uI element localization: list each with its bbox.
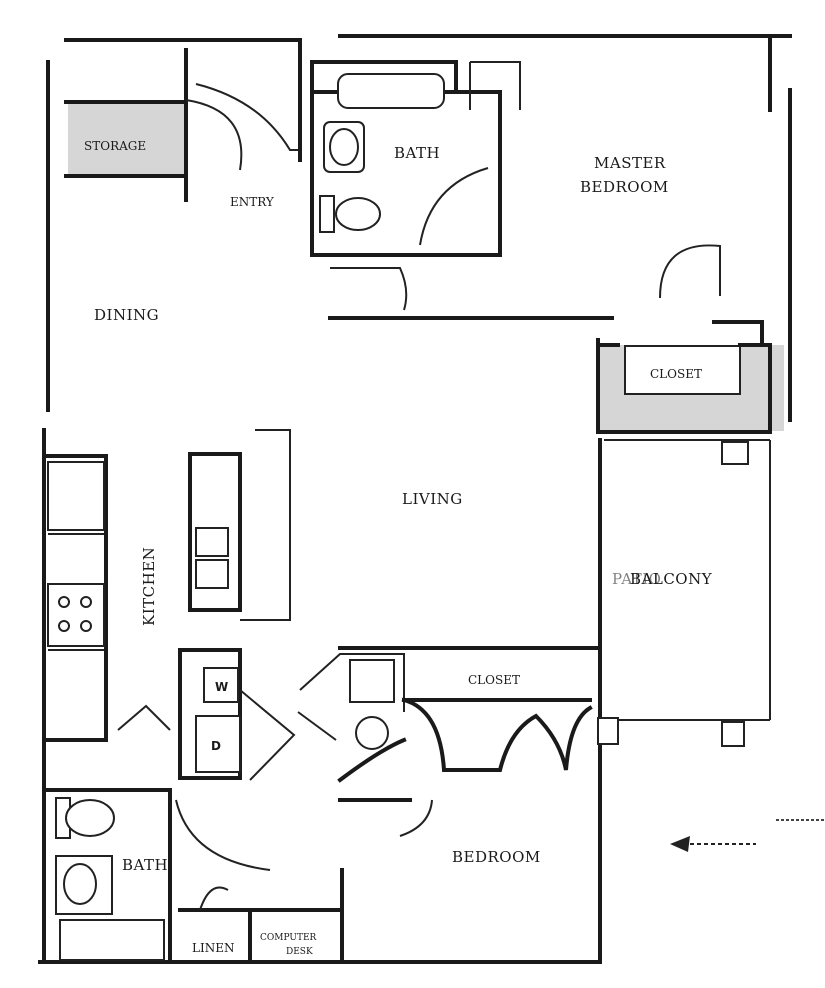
kitchen-label: KITCHEN — [140, 547, 158, 626]
dining-label: DINING — [94, 306, 159, 324]
bedroom-closet-label: CLOSET — [468, 673, 520, 687]
bedroom-label: BEDROOM — [452, 848, 541, 866]
dryer-label: D — [211, 739, 221, 753]
storage-label: STORAGE — [84, 139, 146, 153]
balcony — [597, 439, 771, 747]
computer-desk-label-line2: DESK — [286, 947, 313, 957]
second-bath — [42, 788, 344, 964]
balcony-label: BALCONY — [630, 570, 713, 588]
entry-label: ENTRY — [230, 195, 275, 209]
exterior-walls — [38, 34, 792, 964]
second-bath-label: BATH — [122, 856, 168, 874]
patio-label: PATIO — [612, 570, 661, 588]
master-closet — [596, 338, 784, 434]
master-bedroom-label-line2: BEDROOM — [580, 178, 669, 196]
computer-desk-label-line1: COMPUTER — [260, 933, 317, 943]
living-label: LIVING — [402, 490, 463, 508]
kitchen — [42, 429, 291, 742]
master-bedroom-wall — [328, 316, 764, 347]
storage-door-swing — [185, 99, 243, 171]
storage-room — [64, 48, 188, 202]
master-bath-label: BATH — [394, 144, 440, 162]
master-bedroom-label-line1: MASTER — [594, 154, 666, 172]
entrance-arrow — [670, 819, 825, 852]
entry-door-swing — [195, 83, 300, 151]
washer-label: W — [215, 680, 228, 694]
hall-door-swing — [330, 267, 408, 311]
master-bedroom-door-swing — [659, 244, 721, 299]
master-closet-label: CLOSET — [650, 367, 702, 381]
bedroom-closet — [337, 646, 602, 837]
linen-label: LINEN — [192, 941, 234, 955]
laundry — [178, 648, 405, 781]
master-bath — [310, 60, 521, 257]
